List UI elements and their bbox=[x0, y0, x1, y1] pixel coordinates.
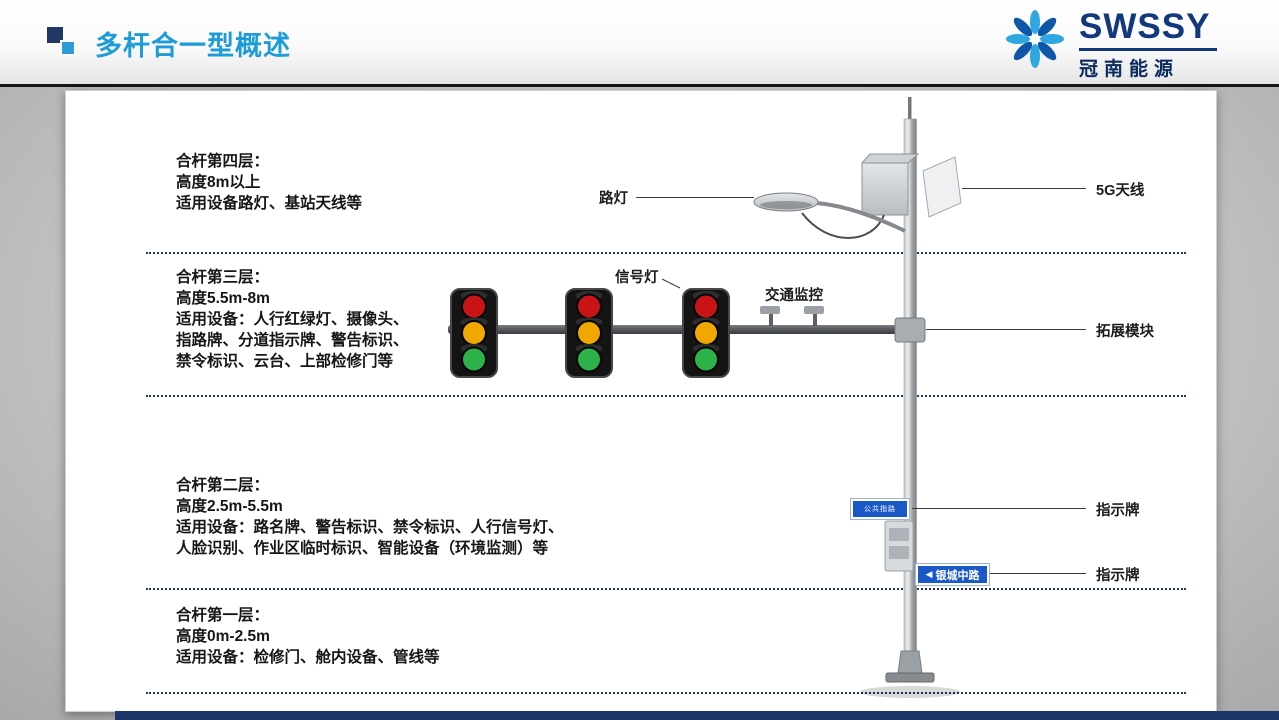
title-bullet-dark bbox=[47, 27, 63, 43]
signal-light-label: 信号灯 bbox=[615, 270, 659, 286]
content-panel: 公共指路 ◀ 银城中路 路灯 信号灯 交通监控 5G天线 拓展模块 指示牌 指示… bbox=[65, 90, 1217, 712]
public-sign: 公共指路 bbox=[851, 499, 909, 519]
camera-mount-post-1 bbox=[769, 313, 773, 326]
pole-equipment-vent-1 bbox=[889, 528, 909, 541]
camera-mount-head-2 bbox=[804, 306, 824, 314]
sign-upper-label: 指示牌 bbox=[1096, 503, 1140, 519]
header-rule bbox=[0, 84, 1279, 87]
layer2-line2: 适用设备：路名牌、警告标识、禁令标识、人行信号灯、 bbox=[176, 519, 564, 536]
antenna-rod bbox=[908, 97, 912, 123]
layer3-line4: 禁令标识、云台、上部检修门等 bbox=[176, 353, 394, 370]
layer-divider-4 bbox=[146, 692, 1186, 694]
street-lamp-label: 路灯 bbox=[599, 191, 628, 207]
arrow-left-icon: ◀ bbox=[925, 569, 933, 579]
signal-light-leader bbox=[661, 278, 681, 289]
layer1-block: 合杆第一层： 高度0m-2.5m 适用设备：检修门、舱内设备、管线等 bbox=[176, 605, 440, 668]
expansion-module-leader bbox=[926, 329, 1086, 330]
traffic-light-head-1 bbox=[450, 288, 498, 378]
logo-divider bbox=[1079, 48, 1217, 51]
layer3-line1: 高度5.5m-8m bbox=[176, 290, 270, 307]
logo-starburst-icon bbox=[1006, 10, 1064, 68]
logo: SWSSY 冠南能源 bbox=[1003, 7, 1217, 81]
layer2-line3: 人脸识别、作业区临时标识、智能设备（环境监测）等 bbox=[176, 540, 549, 557]
lamp-arm bbox=[815, 201, 906, 233]
sign-lower-leader bbox=[990, 573, 1086, 574]
sign-lower-label: 指示牌 bbox=[1096, 568, 1140, 584]
layer3-block: 合杆第三层： 高度5.5m-8m 适用设备：人行红绿灯、摄像头、 指路牌、分道指… bbox=[176, 267, 409, 372]
layer1-line1: 高度0m-2.5m bbox=[176, 628, 270, 645]
layer-divider-3 bbox=[146, 588, 1186, 590]
arm-collar bbox=[894, 317, 926, 343]
expansion-module-label: 拓展模块 bbox=[1096, 324, 1154, 340]
antenna-panel bbox=[922, 156, 962, 218]
pole-equipment-vent-2 bbox=[889, 546, 909, 559]
title-bullet-light bbox=[60, 40, 76, 56]
slide-header: 多杆合一型概述 SWSSY 冠南能源 bbox=[0, 0, 1279, 84]
antenna-5g-leader bbox=[962, 188, 1086, 189]
layer2-title: 合杆第二层： bbox=[176, 477, 270, 494]
traffic-light-head-3 bbox=[682, 288, 730, 378]
lamp-underside bbox=[760, 201, 812, 209]
layer4-line2: 适用设备路灯、基站天线等 bbox=[176, 195, 363, 212]
layer2-line1: 高度2.5m-5.5m bbox=[176, 498, 283, 515]
layer4-title: 合杆第四层： bbox=[176, 153, 270, 170]
pole-base-plate bbox=[885, 672, 935, 683]
layer-divider-1 bbox=[146, 252, 1186, 254]
camera-mount-post-2 bbox=[813, 313, 817, 326]
bottom-bar bbox=[115, 711, 1279, 720]
camera-mount-head-1 bbox=[760, 306, 780, 314]
antenna-5g-label: 5G天线 bbox=[1096, 183, 1145, 199]
street-lamp-leader bbox=[636, 197, 754, 198]
logo-text: SWSSY 冠南能源 bbox=[1079, 7, 1217, 81]
traffic-monitor-label: 交通监控 bbox=[765, 288, 823, 304]
layer-divider-2 bbox=[146, 395, 1186, 397]
traffic-light-head-2 bbox=[565, 288, 613, 378]
cabinet-cable bbox=[801, 212, 885, 239]
pole-base-cone bbox=[897, 650, 923, 674]
street-name-sign: ◀ 银城中路 bbox=[916, 564, 989, 585]
layer2-block: 合杆第二层： 高度2.5m-5.5m 适用设备：路名牌、警告标识、禁令标识、人行… bbox=[176, 475, 564, 559]
layer1-line2: 适用设备：检修门、舱内设备、管线等 bbox=[176, 649, 440, 666]
layer4-block: 合杆第四层： 高度8m以上 适用设备路灯、基站天线等 bbox=[176, 151, 362, 214]
equipment-cabinet bbox=[861, 162, 909, 216]
layer3-title: 合杆第三层： bbox=[176, 269, 270, 286]
pole-diagram bbox=[448, 97, 962, 698]
layer3-line3: 指路牌、分道指示牌、警告标识、 bbox=[176, 332, 409, 349]
layer4-line1: 高度8m以上 bbox=[176, 174, 261, 191]
public-sign-text: 公共指路 bbox=[864, 506, 896, 513]
page-title: 多杆合一型概述 bbox=[95, 31, 291, 61]
sign-upper-leader bbox=[912, 508, 1086, 509]
equipment-cabinet-top bbox=[860, 153, 920, 164]
layer1-title: 合杆第一层： bbox=[176, 607, 270, 624]
street-name-text: 银城中路 bbox=[935, 569, 980, 582]
logo-company: 冠南能源 bbox=[1079, 59, 1180, 80]
layer3-line2: 适用设备：人行红绿灯、摄像头、 bbox=[176, 311, 409, 328]
traffic-arm bbox=[448, 325, 906, 334]
pole-ground-shadow bbox=[860, 686, 960, 698]
logo-brand: SWSSY bbox=[1079, 7, 1211, 46]
